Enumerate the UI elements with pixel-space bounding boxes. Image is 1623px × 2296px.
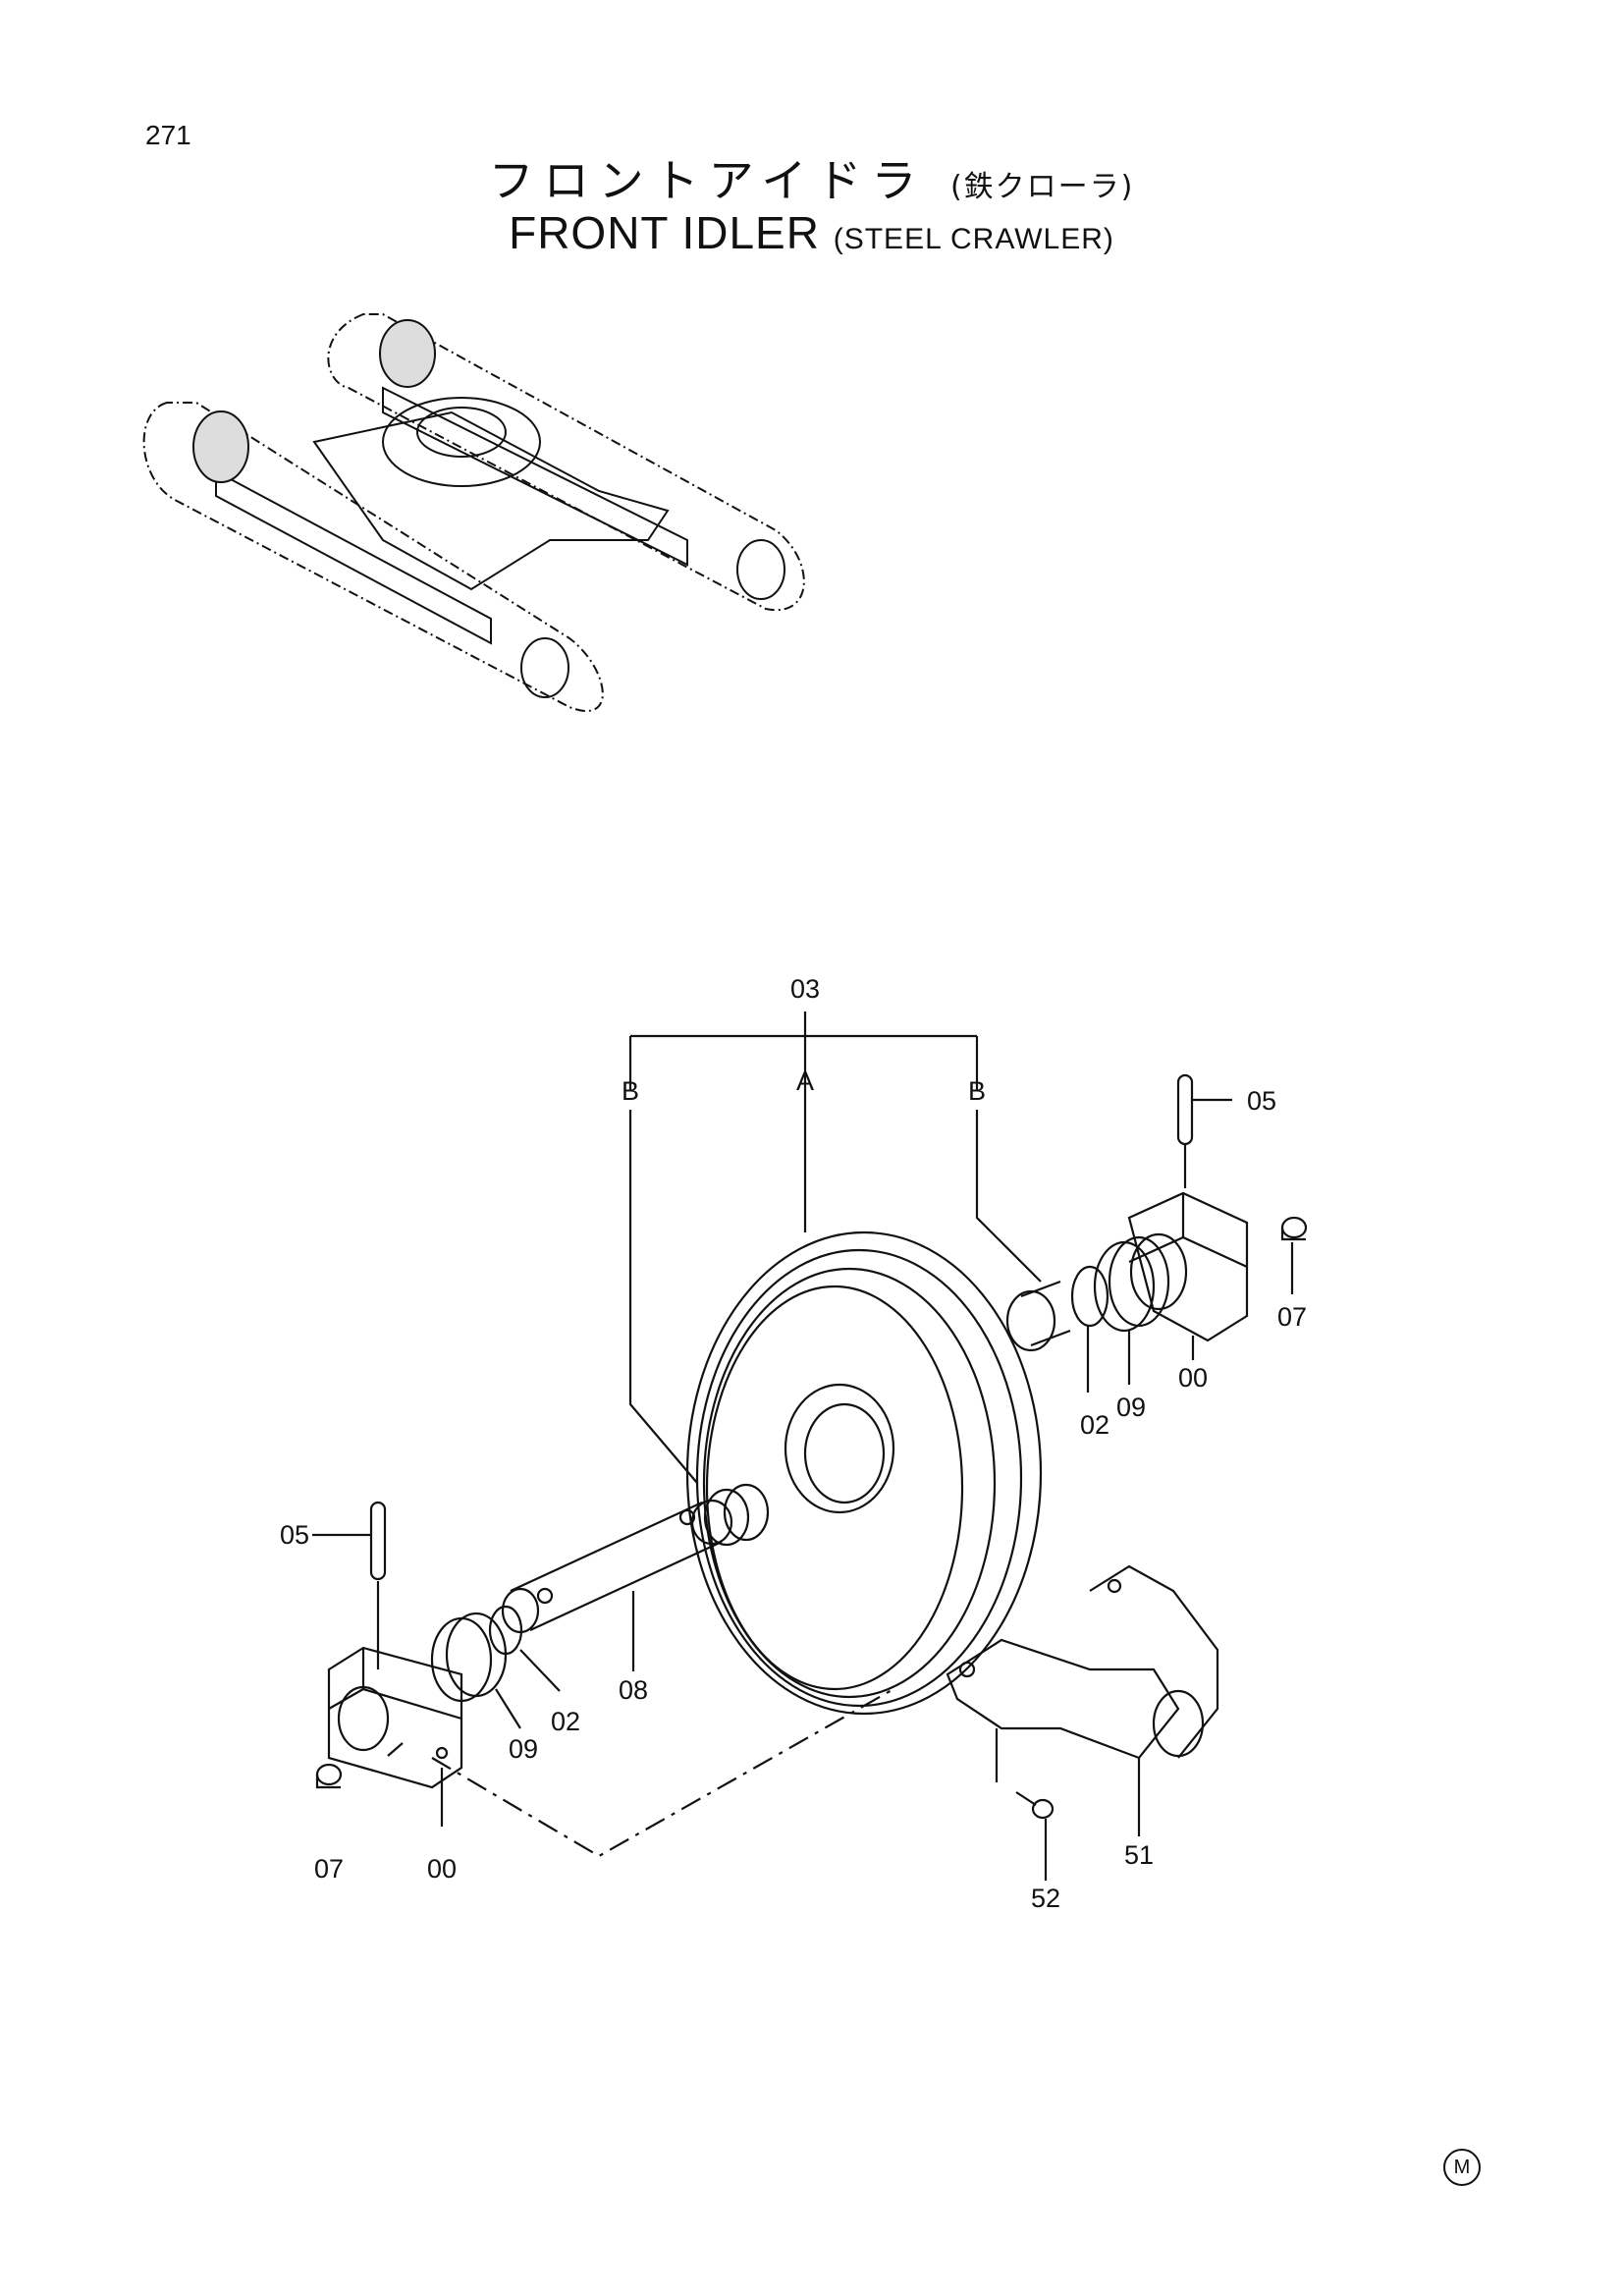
title-japanese-sub: (鉄クローラ) — [949, 170, 1135, 204]
pin-right — [1176, 1073, 1194, 1146]
bolt — [1015, 1791, 1055, 1820]
swing-bearing-inner — [416, 407, 507, 458]
callout-plug-left: 07 — [314, 1854, 344, 1884]
callout-oring-left: 02 — [551, 1707, 580, 1736]
assembly-line — [431, 1688, 894, 1858]
callout-yoke: 51 — [1124, 1840, 1154, 1870]
callout-plug-right: 07 — [1277, 1302, 1307, 1332]
callout-bushing-left: B — [622, 1076, 639, 1106]
bearing-block-left — [327, 1646, 463, 1789]
idler-wheel-rear — [379, 319, 436, 388]
manufacturer-mark: M — [1443, 2149, 1481, 2186]
callout-seal-left: 09 — [509, 1734, 538, 1764]
leader-oring-left — [519, 1649, 561, 1692]
center-frame — [312, 410, 670, 591]
idler-wheel-front — [192, 410, 249, 483]
bushing-right — [1005, 1280, 1071, 1352]
page-number: 271 — [145, 120, 191, 150]
callout-bushing-right: B — [968, 1076, 986, 1106]
leader-pin-right — [1183, 1098, 1232, 1188]
callout-shaft: 08 — [619, 1675, 648, 1705]
title-english-main: FRONT IDLER — [509, 207, 820, 258]
swing-bearing-outer — [382, 397, 541, 487]
bearing-block-right — [1127, 1191, 1249, 1342]
leader-pin-left — [312, 1533, 380, 1669]
idler-wheel — [685, 1230, 1043, 1716]
track-frame-rear — [327, 313, 805, 612]
sprocket-front — [520, 637, 569, 698]
bushing-left — [703, 1483, 770, 1547]
seal-left — [430, 1612, 508, 1703]
leader-bushing-right-down — [975, 1110, 1042, 1283]
side-frame-right — [382, 386, 688, 567]
callout-seal-right: 09 — [1116, 1393, 1146, 1422]
sprocket-rear — [736, 539, 785, 600]
plug-right — [1280, 1216, 1308, 1241]
oring-left — [488, 1605, 523, 1656]
seal-right — [1093, 1235, 1170, 1333]
title-english-sub: (STEEL CRAWLER) — [833, 223, 1114, 255]
title-japanese: フロントアイドラ (鉄クローラ) — [0, 145, 1623, 210]
callout-bearing-left: 00 — [427, 1854, 457, 1884]
oring-right — [1070, 1265, 1109, 1328]
title-japanese-main: フロントアイドラ — [488, 154, 927, 207]
side-frame-left — [215, 469, 492, 645]
callout-oring-right: 02 — [1080, 1410, 1109, 1440]
idler-shaft — [501, 1499, 733, 1634]
leader-bolt — [995, 1728, 1048, 1881]
callout-assembly: 03 — [790, 974, 820, 1004]
plug-left — [315, 1763, 343, 1789]
callout-pin-left: 05 — [280, 1520, 309, 1550]
undercarriage-overview-diagram — [142, 313, 805, 712]
leader-plug-left — [387, 1742, 404, 1757]
callout-pin-right: 05 — [1247, 1086, 1276, 1116]
pin-left — [369, 1501, 387, 1581]
callout-bolt: 52 — [1031, 1884, 1060, 1913]
idler-yoke — [946, 1564, 1219, 1760]
callout-bearing-right: 00 — [1178, 1363, 1208, 1393]
title-english: FRONT IDLER (STEEL CRAWLER) — [0, 206, 1623, 259]
leader-seal-left — [495, 1688, 521, 1729]
leader-bushing-left-down — [628, 1110, 698, 1484]
callout-wheel: A — [796, 1066, 814, 1096]
